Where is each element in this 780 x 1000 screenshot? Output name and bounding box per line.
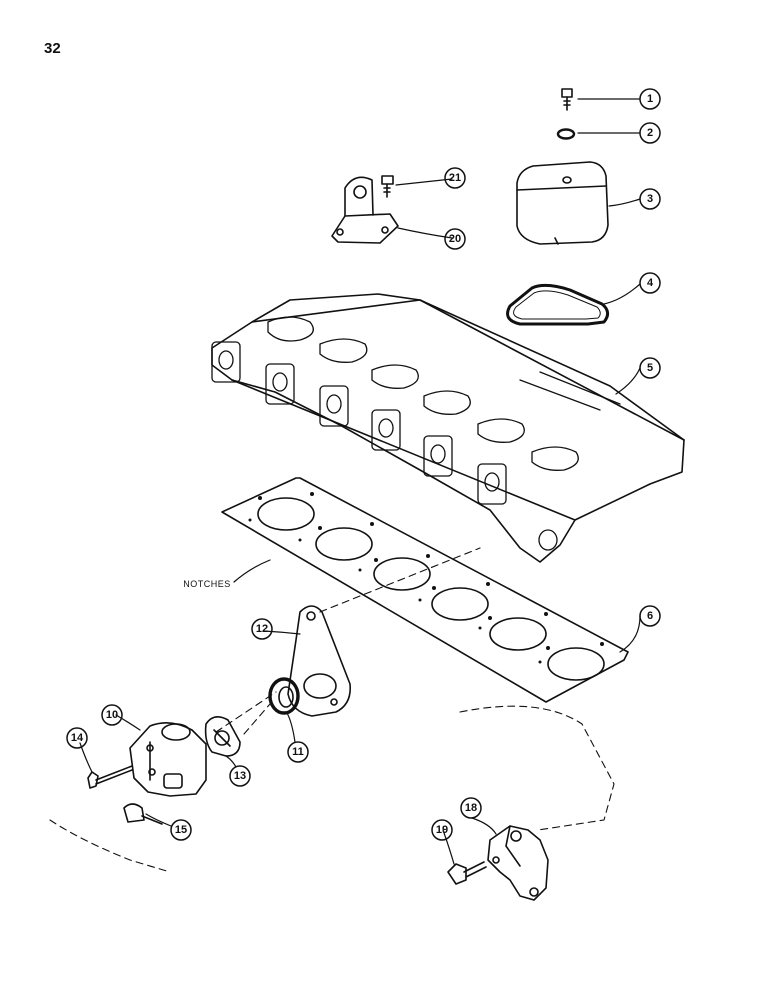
callouts	[66, 88, 661, 841]
rocker-cover-part-2	[516, 161, 609, 245]
callout-14: 14	[71, 732, 84, 744]
assembly-lines	[49, 547, 615, 873]
lifting-bracket-part-20	[331, 176, 399, 244]
bracket-part-18	[487, 825, 549, 901]
callout-18: 18	[465, 802, 477, 814]
screw-part-5	[561, 88, 573, 111]
bolt-part-14	[87, 765, 133, 789]
bolt-part-19	[447, 861, 487, 885]
head-gasket-part-6	[221, 477, 629, 703]
callout-11: 11	[292, 746, 304, 758]
thermostat-part-13	[204, 716, 241, 757]
callout-20: 20	[449, 233, 461, 245]
callout-1: 5	[647, 362, 653, 374]
callout-21: 21	[449, 172, 461, 184]
callout-10: 10	[106, 709, 118, 721]
callout-5: 1	[647, 93, 653, 105]
callout-19: 19	[436, 824, 448, 836]
callout-15: 15	[175, 824, 187, 836]
callout-6: 6	[647, 610, 653, 622]
page-number: 32	[44, 40, 61, 57]
callout-4: 2	[647, 127, 653, 139]
washer-part-4	[556, 128, 576, 140]
callout-2: 3	[647, 193, 653, 205]
cylinder-head-part-1	[211, 293, 685, 563]
cover-gasket-part-3	[506, 283, 609, 326]
leader-lines	[79, 98, 641, 865]
thermostat-housing-part-10	[129, 722, 207, 797]
bolt-part-21	[381, 175, 394, 198]
callout-12: 12	[256, 623, 268, 635]
callout-3: 4	[647, 277, 654, 289]
notches-label: NOTCHES	[183, 579, 231, 589]
bolt-part-15	[123, 803, 163, 825]
thermostat-gasket-part-12	[287, 605, 352, 717]
callout-13: 13	[234, 770, 246, 782]
